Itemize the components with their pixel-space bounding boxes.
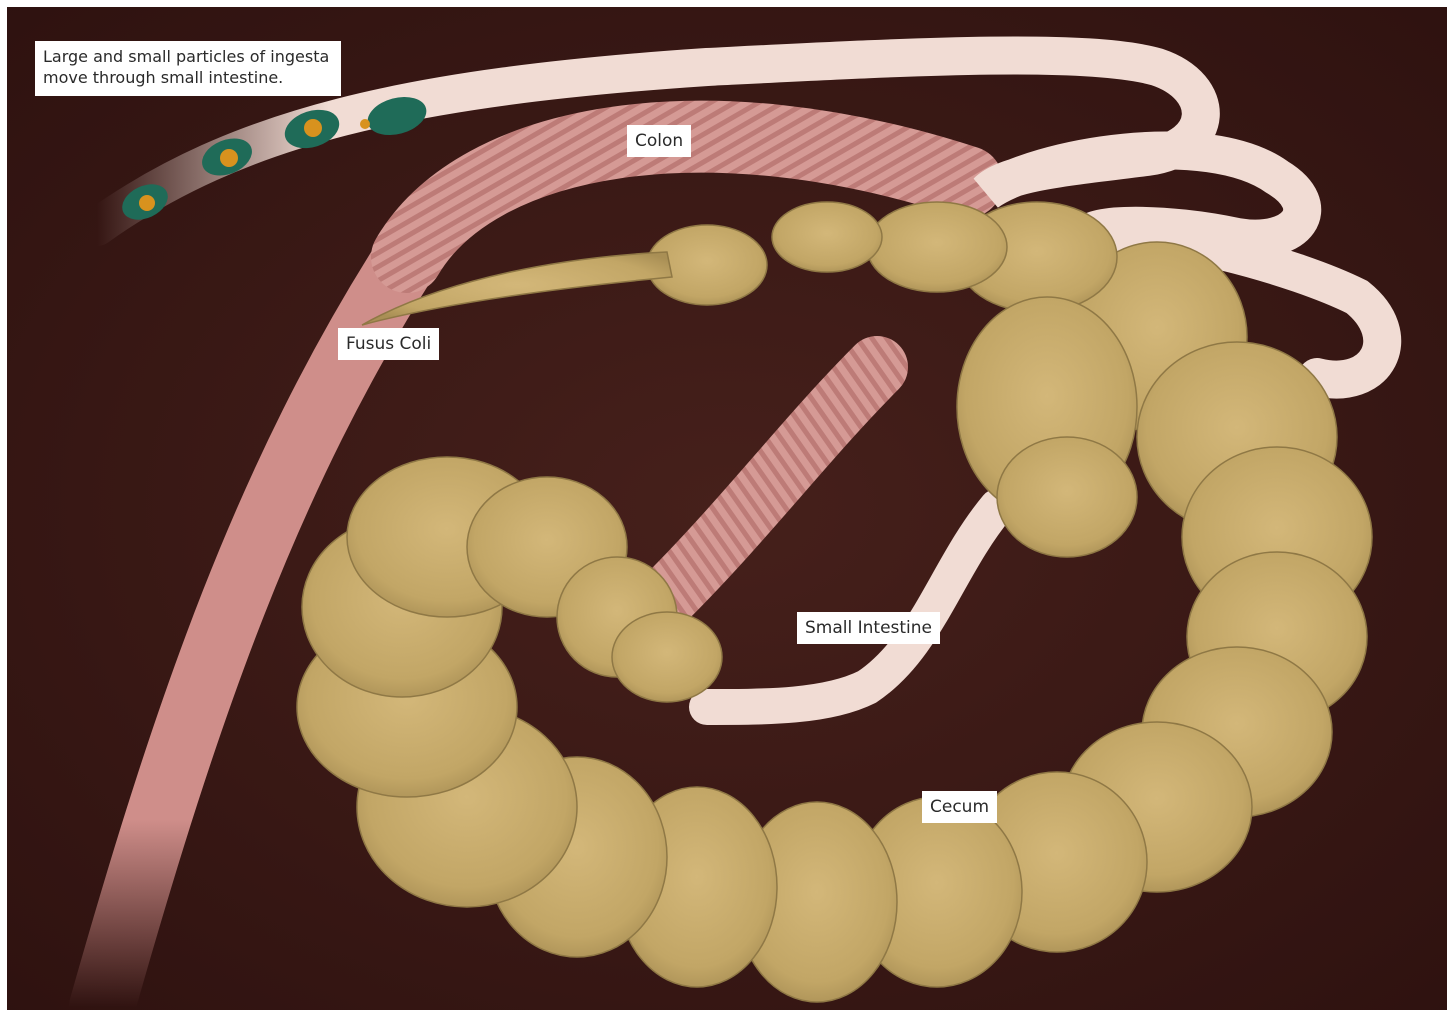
fusus-coli-label: Fusus Coli <box>338 328 439 360</box>
intestine-illustration <box>7 7 1447 1010</box>
cecum-label: Cecum <box>922 791 997 823</box>
colon-label: Colon <box>627 125 691 157</box>
small-intestine-label: Small Intestine <box>797 612 940 644</box>
caption-label: Large and small particles of ingesta mov… <box>35 41 341 96</box>
diagram-canvas: Large and small particles of ingesta mov… <box>7 7 1447 1010</box>
